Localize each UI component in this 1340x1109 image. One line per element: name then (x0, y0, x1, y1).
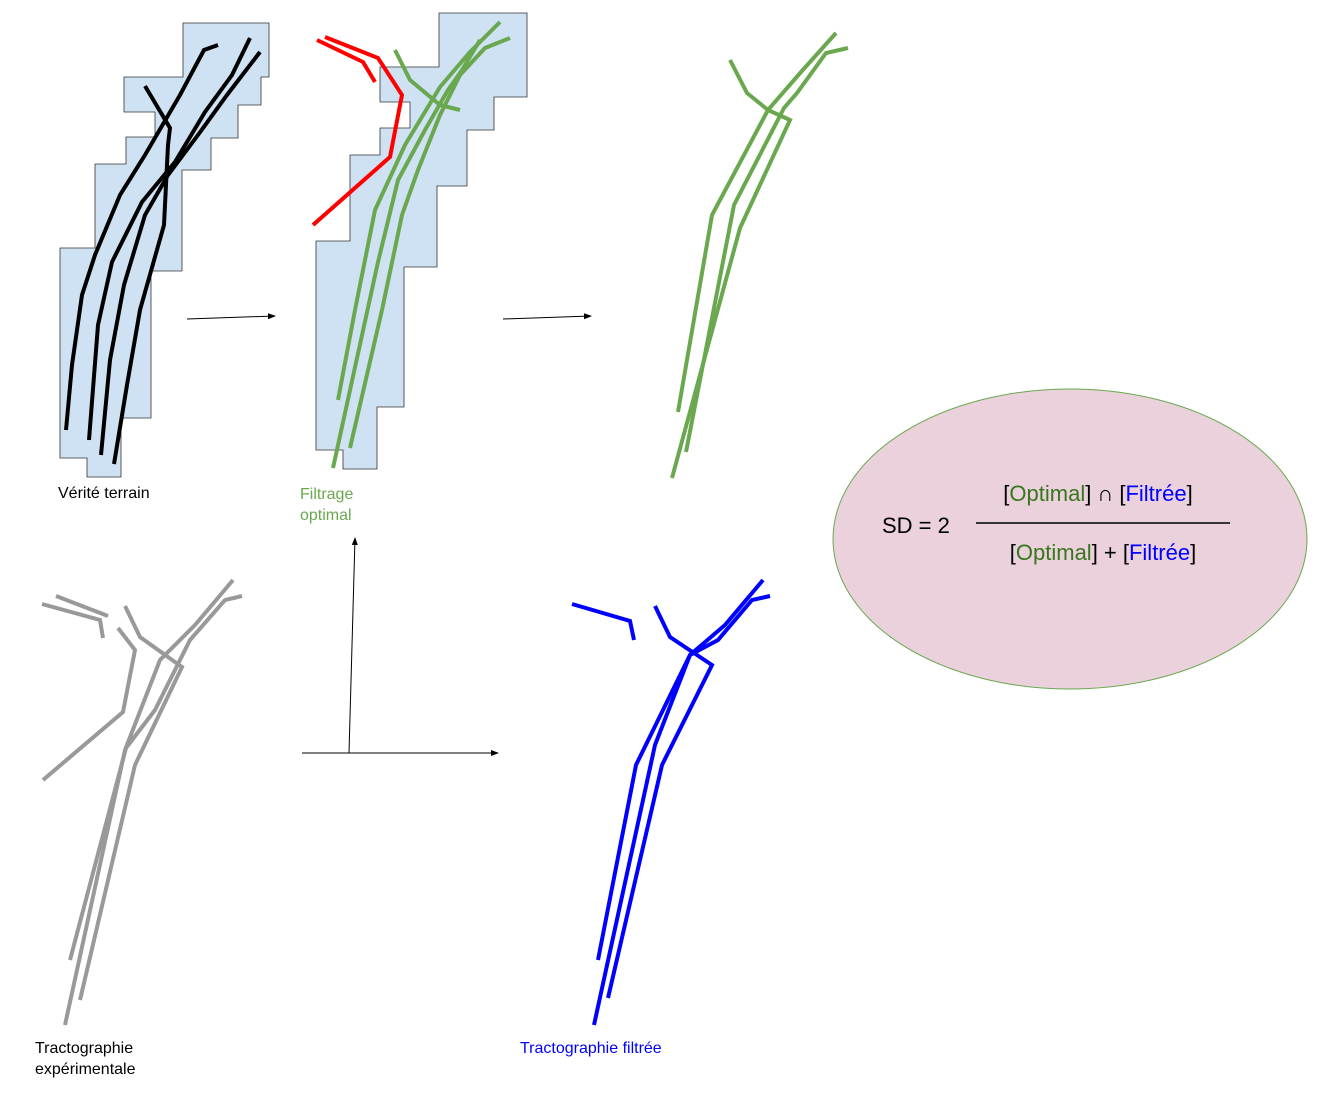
filtered-streamline (606, 605, 715, 999)
optimal-filtering-label: Filtrage optimal (300, 486, 354, 524)
formula-denominator: [Optimal] + [Filtrée] (1010, 540, 1196, 565)
filtered-tractography-label: Tractographie filtrée (520, 1040, 662, 1057)
experimental-streamline (78, 605, 185, 1001)
ground-truth-streamline (99, 50, 262, 456)
optimal-streamline (670, 59, 793, 479)
experimental-tractography-label: Tractographie expérimentale (35, 1040, 136, 1078)
experimental-streamline (68, 594, 243, 961)
ground-truth-mask (59, 22, 270, 478)
rejected-streamline (311, 35, 405, 227)
optimal-streamlines (331, 20, 511, 469)
optimal-streamline (348, 36, 511, 449)
formula-ellipse (832, 388, 1308, 690)
ground-truth-streamlines (64, 37, 262, 465)
optimal-filtering-panel (311, 12, 528, 470)
filtered-streamlines (571, 578, 771, 1026)
formula-lhs: SD = 2 (882, 513, 950, 538)
ground-truth-streamline (64, 43, 219, 431)
optimal-streamline (331, 38, 482, 469)
arrow-up-to-optimal-filtering (348, 537, 358, 754)
experimental-streamline (41, 602, 105, 639)
optimal-streamline (684, 46, 849, 453)
filtered-streamline (571, 602, 636, 641)
optimal-streamline (393, 49, 461, 112)
optimal-filtering-mask (315, 12, 528, 470)
rejected-streamline (316, 38, 377, 84)
ground-truth-label: Vérité terrain (58, 485, 150, 502)
ground-truth-streamline (87, 37, 252, 441)
arrow-optimal-to-result (502, 313, 592, 320)
experimental-streamlines (41, 578, 243, 1026)
ground-truth-panel (59, 22, 270, 478)
ground-truth-streamline (112, 84, 173, 465)
optimal-streamline (676, 31, 838, 413)
optimal-streamlines-result (670, 31, 849, 479)
experimental-streamline (63, 578, 235, 1026)
optimal-streamline (336, 20, 502, 401)
rejected-streamlines (311, 35, 405, 227)
arrow-ground-truth-to-optimal (186, 313, 276, 320)
filtered-streamline (592, 578, 765, 1026)
filtered-streamline (596, 594, 771, 961)
formula-numerator: [Optimal] ∩ [Filtrée] (1003, 481, 1192, 506)
experimental-streamline (41, 626, 138, 782)
arrows (186, 313, 592, 756)
experimental-streamline (55, 594, 109, 618)
